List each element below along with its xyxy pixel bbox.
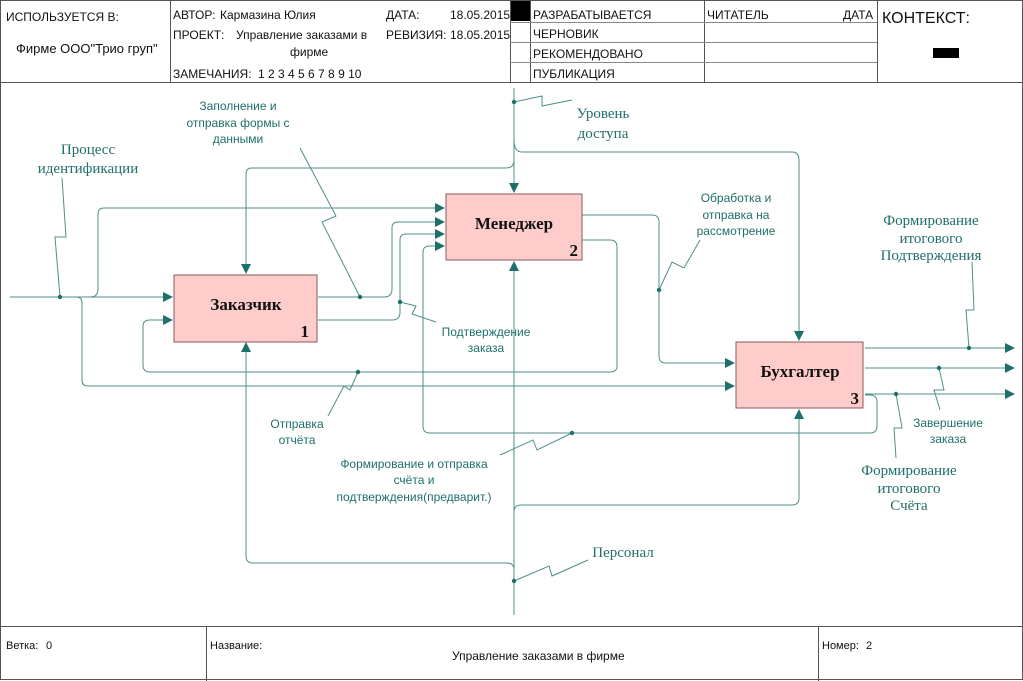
box-number-customer: 1: [301, 322, 310, 341]
date-label: ДАТА:: [386, 8, 420, 22]
status-developing: РАЗРАБАТЫВАЕТСЯ: [533, 8, 652, 22]
footer-block: Ветка: 0 Название: Управление заказами в…: [0, 626, 1023, 681]
svg-text:рассмотрение: рассмотрение: [697, 224, 776, 238]
svg-text:счёта и: счёта и: [394, 473, 435, 487]
box-title-manager: Менеджер: [475, 214, 553, 233]
context-marker: [933, 48, 959, 58]
reader-date-label: ДАТА: [843, 8, 874, 22]
status-checkbox-developing: [511, 1, 530, 21]
arrow-fill-form: [318, 217, 445, 298]
svg-text:Обработка и: Обработка и: [701, 191, 772, 205]
arrow-staff-to-accountant: [513, 409, 804, 513]
svg-text:заказа: заказа: [468, 341, 505, 355]
label-report: Отправка отчёта: [270, 417, 324, 447]
arrow-invoice: [422, 241, 878, 434]
label-order-completion: Завершение заказа: [913, 416, 983, 446]
activity-box-accountant[interactable]: Бухгалтер 3: [735, 341, 864, 409]
label-fill-form: Заполнение и отправка формы с данными: [186, 99, 289, 146]
svg-text:идентификации: идентификации: [38, 161, 138, 177]
label-invoice: Формирование и отправка счёта и подтверж…: [337, 457, 492, 504]
svg-text:итогового: итогового: [900, 231, 963, 247]
number-value: 2: [866, 640, 873, 652]
svg-text:Завершение: Завершение: [913, 416, 983, 430]
diagram-title: Управление заказами в фирме: [452, 649, 625, 663]
svg-text:отправка формы с: отправка формы с: [186, 116, 289, 130]
activity-box-customer[interactable]: Заказчик 1: [173, 274, 318, 343]
arrow-access-to-customer: [241, 159, 515, 274]
node-label: Ветка:: [6, 640, 39, 652]
label-staff: Персонал: [592, 545, 654, 561]
box-title-customer: Заказчик: [210, 295, 281, 314]
used-in-value: Фирме ООО"Трио груп": [16, 41, 158, 56]
box-number-manager: 2: [570, 241, 579, 260]
label-access-level: Уровень доступа: [577, 106, 630, 142]
svg-text:Заполнение и: Заполнение и: [199, 99, 276, 113]
svg-text:Формирование: Формирование: [861, 463, 957, 479]
svg-text:данными: данными: [213, 132, 264, 146]
svg-text:Отправка: Отправка: [270, 417, 324, 431]
svg-text:Формирование и отправка: Формирование и отправка: [340, 457, 488, 471]
notes-value: 1 2 3 4 5 6 7 8 9 10: [258, 67, 362, 81]
arrow-identification-to-manager: [89, 203, 445, 298]
svg-text:итогового: итогового: [878, 481, 941, 497]
svg-text:Формирование: Формирование: [883, 213, 979, 229]
svg-text:Уровень: Уровень: [577, 106, 630, 122]
activity-box-manager[interactable]: Менеджер 2: [445, 193, 583, 261]
project-value-line2: фирме: [290, 45, 329, 59]
notes-label: ЗАМЕЧАНИЯ:: [173, 67, 252, 81]
header-block: ИСПОЛЬЗУЕТСЯ В: Фирме ООО"Трио груп" АВТ…: [0, 0, 1023, 83]
label-identification: Процесс идентификации: [38, 142, 138, 177]
node-value: 0: [46, 640, 53, 652]
context-label: КОНТЕКСТ:: [882, 10, 970, 27]
arrow-staff-to-customer: [241, 342, 515, 571]
label-processing: Обработка и отправка на рассмотрение: [697, 191, 776, 238]
author-value: Кармазина Юлия: [220, 8, 316, 22]
svg-text:подтверждения(предварит.): подтверждения(предварит.): [337, 490, 492, 504]
box-title-accountant: Бухгалтер: [760, 362, 839, 381]
svg-text:Подтверждение: Подтверждение: [442, 325, 531, 339]
author-label: АВТОР:: [173, 8, 216, 22]
revision-label: РЕВИЗИЯ:: [386, 28, 447, 42]
svg-text:заказа: заказа: [930, 432, 967, 446]
reader-label: ЧИТАТЕЛЬ: [707, 8, 769, 22]
box-number-accountant: 3: [851, 389, 860, 408]
arrow-access-to-accountant: [513, 139, 804, 341]
arrow-report: [142, 239, 618, 373]
arrow-order-confirmation: [318, 229, 445, 321]
label-final-invoice: Формирование итогового Счёта: [861, 463, 957, 514]
svg-text:Персонал: Персонал: [592, 545, 654, 561]
title-label: Название:: [210, 640, 263, 652]
revision-value: 18.05.2015: [450, 28, 511, 42]
svg-text:Процесс: Процесс: [61, 142, 116, 158]
svg-text:Счёта: Счёта: [890, 498, 928, 514]
svg-text:отчёта: отчёта: [279, 433, 316, 447]
number-label: Номер:: [822, 640, 859, 652]
status-draft: ЧЕРНОВИК: [533, 27, 599, 41]
project-value-line1: Управление заказами в: [236, 28, 368, 42]
date-value: 18.05.2015: [450, 8, 511, 22]
label-order-confirmation: Подтверждение заказа: [442, 325, 531, 355]
status-publication: ПУБЛИКАЦИЯ: [533, 67, 615, 81]
used-in-label: ИСПОЛЬЗУЕТСЯ В:: [6, 10, 119, 24]
status-recommended: РЕКОМЕНДОВАНО: [533, 47, 643, 61]
svg-text:отправка на: отправка на: [703, 208, 770, 222]
arrow-identification-to-accountant: [75, 296, 735, 391]
svg-text:доступа: доступа: [578, 126, 629, 142]
project-label: ПРОЕКТ:: [173, 28, 225, 42]
label-final-confirmation: Формирование итогового Подтверждения: [881, 213, 982, 264]
svg-text:Подтверждения: Подтверждения: [881, 248, 982, 264]
